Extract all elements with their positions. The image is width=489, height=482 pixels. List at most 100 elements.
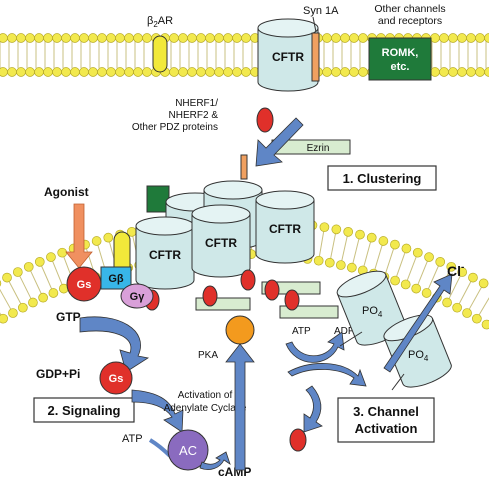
agonist-label: Agonist	[44, 185, 89, 199]
ggamma-label: Gγ	[130, 291, 146, 303]
gs-free-subunit	[99, 361, 133, 395]
clustering-box: 1. Clustering	[327, 165, 437, 191]
lipid-head	[349, 67, 359, 77]
ac-activation-arrow	[131, 389, 184, 433]
lipid-head	[319, 222, 330, 233]
lipid-head	[133, 67, 143, 77]
gdp-label: GDP+Pi	[36, 367, 80, 381]
ac-enzyme	[167, 429, 209, 471]
phospho-dot	[284, 289, 300, 311]
lipid-head	[457, 33, 467, 43]
lipid-head	[25, 67, 35, 77]
cftr-cluster-2-label: CFTR	[205, 236, 237, 250]
lipid-head	[205, 67, 215, 77]
lipid-head	[2, 272, 12, 283]
cluster-phospho-dots	[144, 269, 300, 311]
phospho-dot	[264, 279, 280, 301]
lipid-head	[349, 33, 359, 43]
cftr-cluster-1: CFTR	[135, 216, 195, 290]
lipid-head	[452, 302, 462, 313]
channel-activation-box: 3. Channel Activation	[337, 397, 435, 443]
phospho-transfer-arrow	[287, 363, 367, 387]
lipid-head	[468, 272, 478, 283]
lipid-head	[223, 67, 233, 77]
lipid-head	[23, 261, 34, 272]
syn1a-label: Syn 1A	[303, 5, 339, 17]
romk-channel: ROMK, etc.	[368, 37, 432, 81]
lipid-head	[331, 67, 341, 77]
lipid-head	[178, 33, 188, 43]
lipid-head	[439, 33, 449, 43]
lipid-head	[34, 256, 45, 267]
lipid-head	[106, 33, 116, 43]
cftr-channel-top: CFTR	[257, 18, 319, 92]
lipid-head	[52, 67, 62, 77]
lipid-head	[223, 33, 233, 43]
cftr-cluster-2: CFTR	[191, 204, 251, 278]
lipid-head	[400, 279, 411, 290]
lipid-head	[412, 247, 423, 258]
lipid-head	[38, 292, 48, 303]
lipid-head	[61, 67, 71, 77]
b2ar-receptor: β2AR	[147, 15, 173, 73]
lipid-head	[43, 33, 53, 43]
nherf-label-1: NHERF1/	[175, 98, 218, 109]
lipid-head	[70, 67, 80, 77]
lipid-head	[430, 33, 440, 43]
syntaxin-1a	[311, 32, 320, 82]
lipid-head	[355, 229, 365, 240]
lipid-head	[232, 33, 242, 43]
cftr-cluster: CFTR CFTR CFTR	[135, 180, 315, 290]
lipid-head	[79, 33, 89, 43]
lipid-head	[28, 297, 38, 308]
lipid-head	[430, 67, 440, 77]
lipid-head	[346, 262, 357, 273]
gtp-arrow	[79, 316, 150, 373]
lipid-head	[142, 67, 152, 77]
lipid-head	[232, 67, 242, 77]
clustering-arrow	[255, 117, 304, 167]
camp-pka-arrow	[225, 343, 255, 471]
lipid-head	[79, 67, 89, 77]
lipid-head	[439, 67, 449, 77]
gtp-label: GTP	[56, 310, 81, 324]
ac-atp-label: ATP	[122, 433, 143, 445]
lipid-head	[484, 33, 489, 43]
phospho-dot-activation	[289, 428, 307, 452]
chloride-label: Cl-	[447, 262, 464, 279]
lipid-head	[133, 33, 143, 43]
lipid-head	[462, 308, 472, 318]
b2ar-label: β2AR	[147, 15, 173, 29]
lipid-head	[103, 232, 114, 243]
ac-label: AC	[179, 443, 197, 458]
lipid-head	[241, 67, 251, 77]
syntaxin-cluster	[240, 154, 248, 180]
lipid-head	[313, 255, 324, 266]
chloride-arrow	[383, 273, 453, 373]
lipid-head	[43, 67, 53, 77]
lipid-head	[358, 67, 368, 77]
romk-label: ROMK,	[382, 47, 419, 59]
romk-label-2: etc.	[391, 61, 410, 73]
lipid-head	[97, 33, 107, 43]
activation-atp-label: ATP	[292, 326, 311, 337]
lipid-head	[448, 67, 458, 77]
ac-atp-arrow	[148, 438, 172, 458]
lipid-head	[169, 33, 179, 43]
lipid-head	[214, 33, 224, 43]
cftr-cluster-3-label: CFTR	[269, 222, 301, 236]
lipid-head	[0, 33, 8, 43]
lipid-head	[91, 236, 102, 246]
activation-ac-label-1: Activation of	[178, 390, 233, 401]
lipid-head	[322, 67, 332, 77]
lipid-head	[196, 33, 206, 43]
activation-adp-label: ADP	[334, 326, 355, 337]
lipid-head	[378, 236, 389, 246]
lipid-head	[457, 267, 468, 277]
cftr-label-top: CFTR	[272, 50, 304, 64]
ggamma-subunit	[120, 283, 154, 309]
lipid-head	[88, 67, 98, 77]
lipid-head	[25, 33, 35, 43]
atp-adp-arrow	[285, 331, 345, 363]
